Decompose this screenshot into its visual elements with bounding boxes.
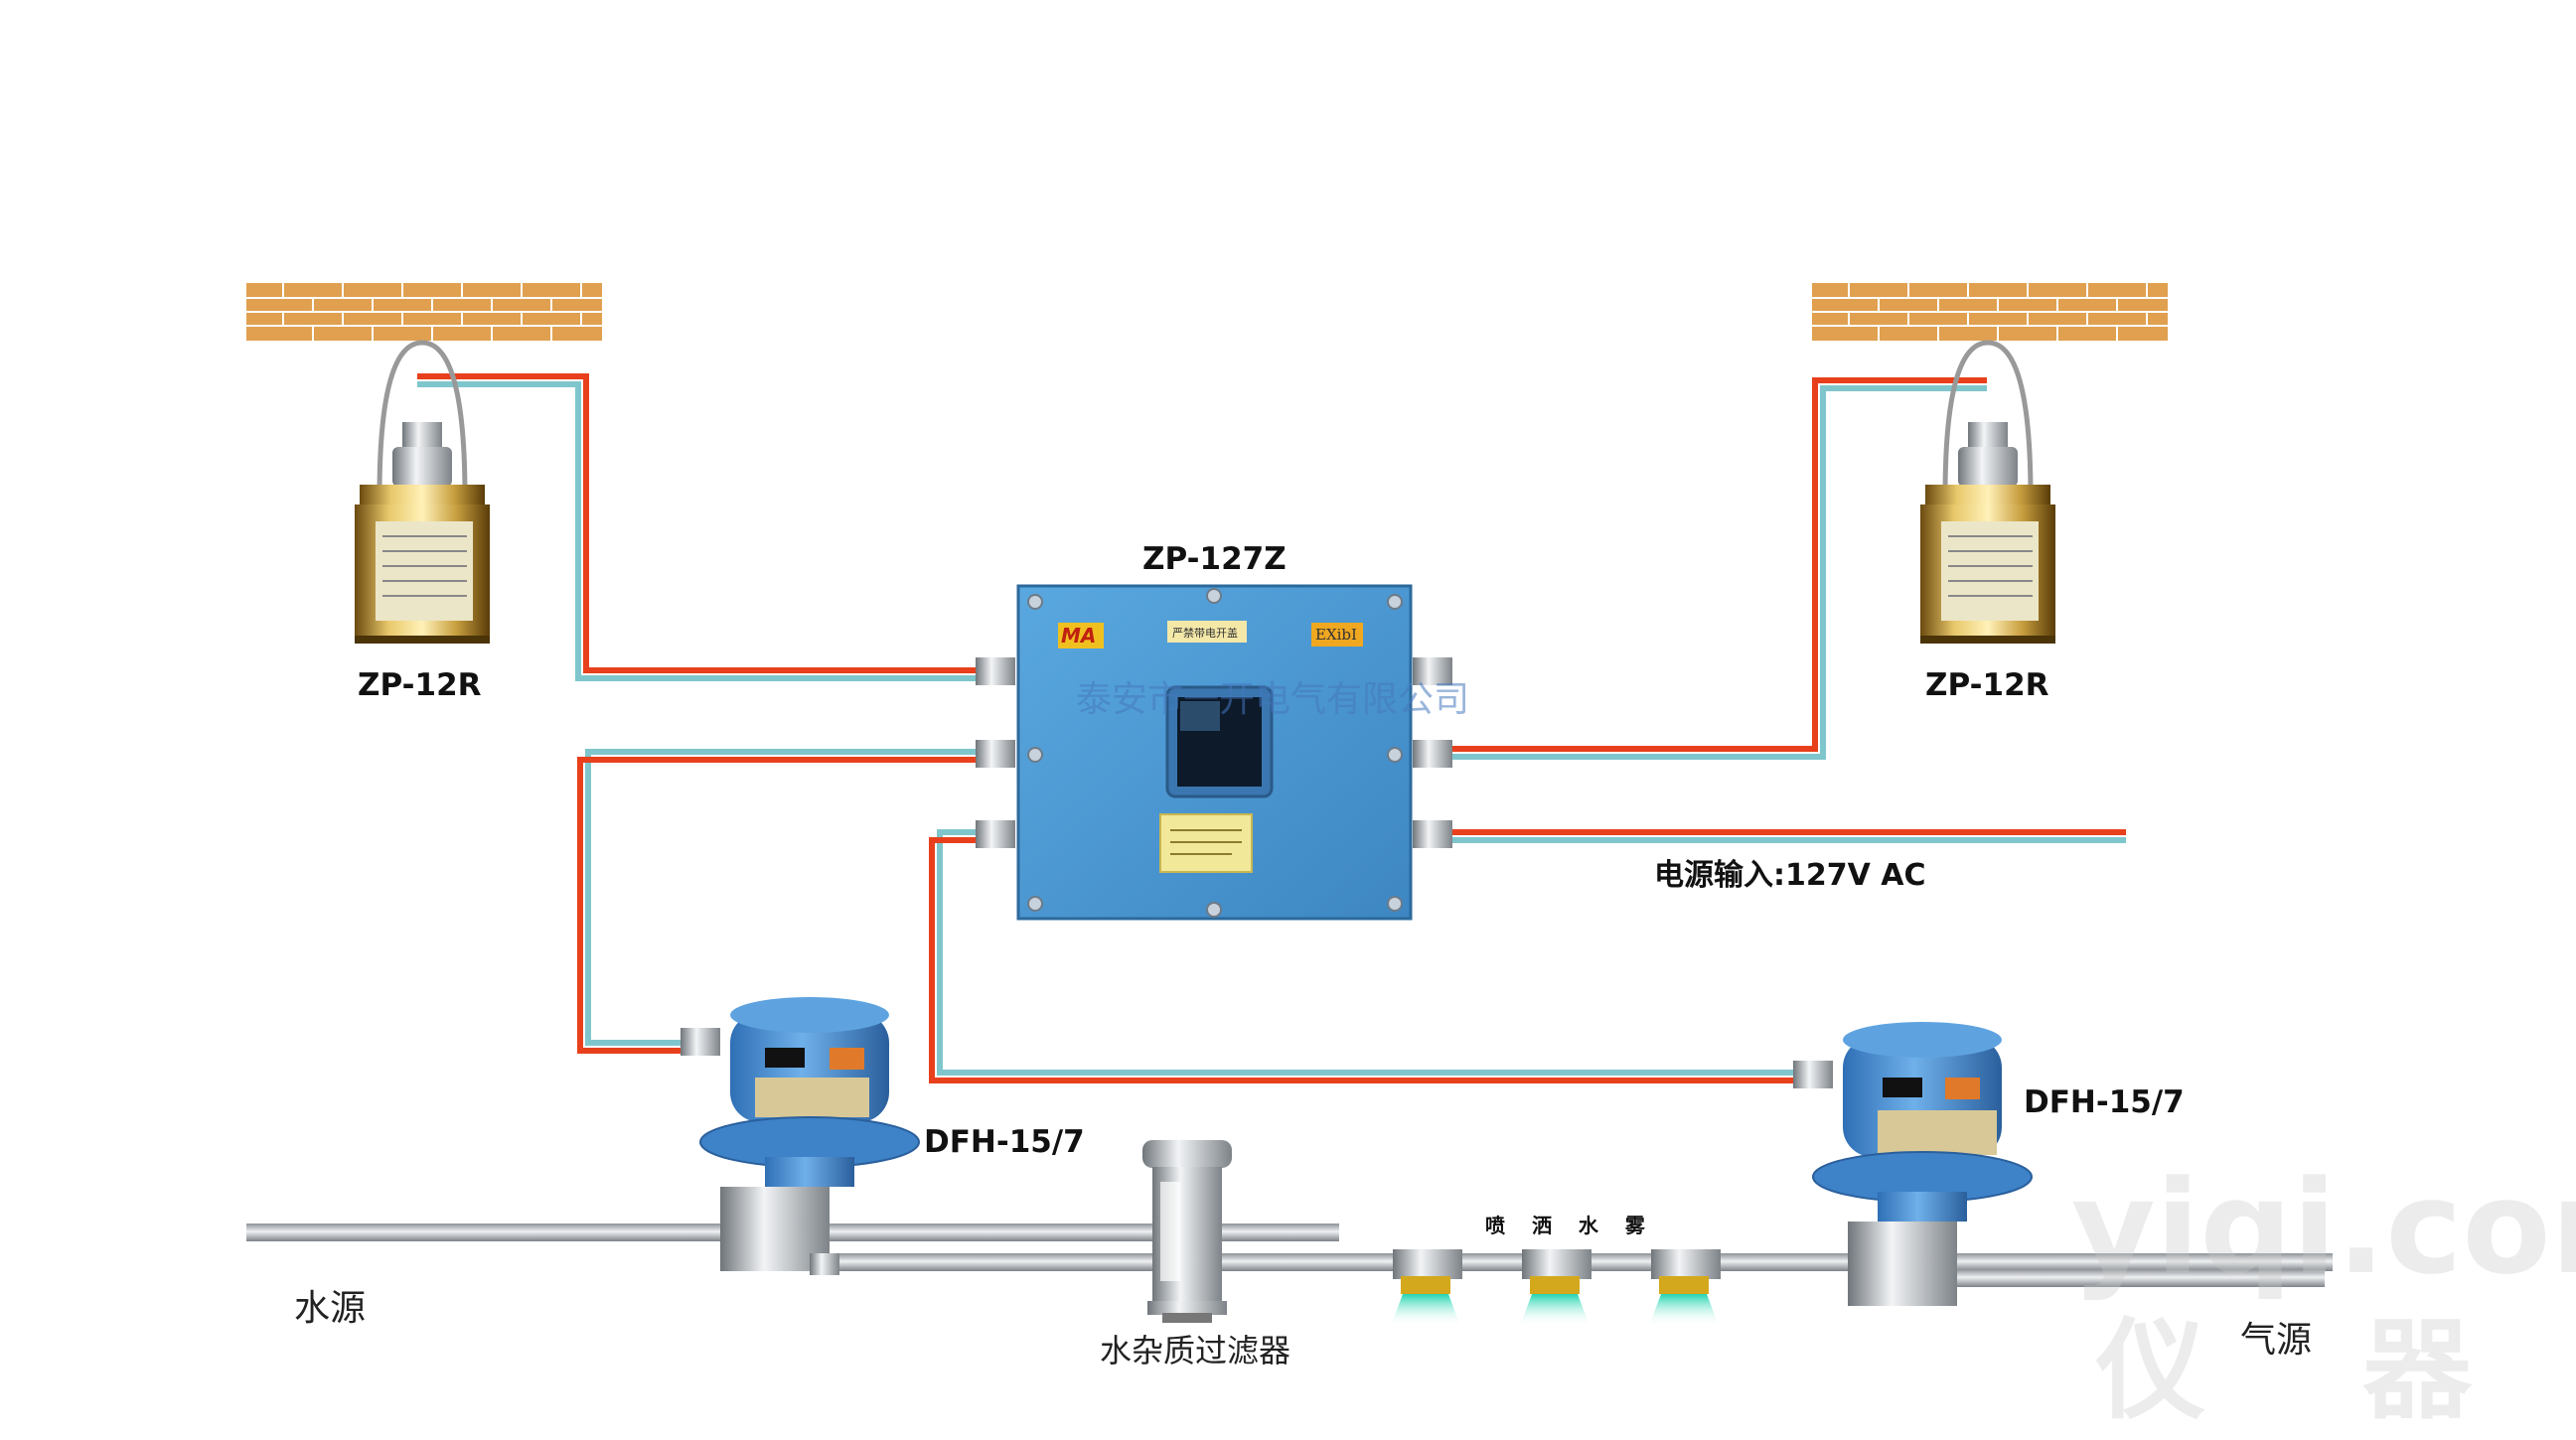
- sensor-right-label: ZP-12R: [1925, 667, 2049, 703]
- power-input-label: 电源输入:127V AC: [1654, 858, 1926, 893]
- filter-label: 水杂质过滤器: [1100, 1332, 1291, 1369]
- brick-wall-right: [1812, 283, 2168, 341]
- wire-power-input: [1436, 829, 2126, 843]
- valve-left-icon: [681, 997, 920, 1275]
- air-source-label: 气源: [2240, 1320, 2313, 1361]
- valve-left-label: DFH-15/7: [924, 1124, 1085, 1160]
- site-cn-watermark: 仪 器 网: [2096, 1307, 2576, 1434]
- brick-wall-left: [246, 283, 602, 341]
- filter-icon: [1142, 1140, 1232, 1323]
- wire-valve-right: [929, 829, 1808, 1083]
- site-watermark: yiqi.com: [2071, 1152, 2576, 1303]
- sensor-left-icon: [355, 340, 490, 644]
- warning-plate-text: 严禁带电开盖: [1172, 627, 1238, 640]
- wire-valve-left: [577, 749, 993, 1054]
- sensor-left-label: ZP-12R: [358, 667, 482, 703]
- valve-right-icon: [1793, 1022, 2033, 1306]
- water-source-label: 水源: [294, 1288, 367, 1329]
- diagram-canvas: [246, 283, 2333, 1326]
- company-watermark: 泰安市一开电气有限公司: [1076, 679, 1470, 720]
- ma-logo: MA: [1061, 624, 1097, 648]
- controller-box-icon: [976, 584, 1452, 921]
- controller-label: ZP-127Z: [1142, 541, 1287, 577]
- wire-sensor-right: [1436, 377, 1987, 760]
- spray-nozzles-icon: [1391, 1249, 1721, 1326]
- ex-mark: EXibI: [1315, 626, 1357, 644]
- wire-sensor-left: [417, 373, 993, 681]
- spray-label: 喷 洒 水 雾: [1485, 1214, 1655, 1237]
- water-pipe-icon: [246, 1224, 2333, 1287]
- sensor-right-icon: [1920, 340, 2055, 644]
- valve-right-label: DFH-15/7: [2024, 1084, 2185, 1120]
